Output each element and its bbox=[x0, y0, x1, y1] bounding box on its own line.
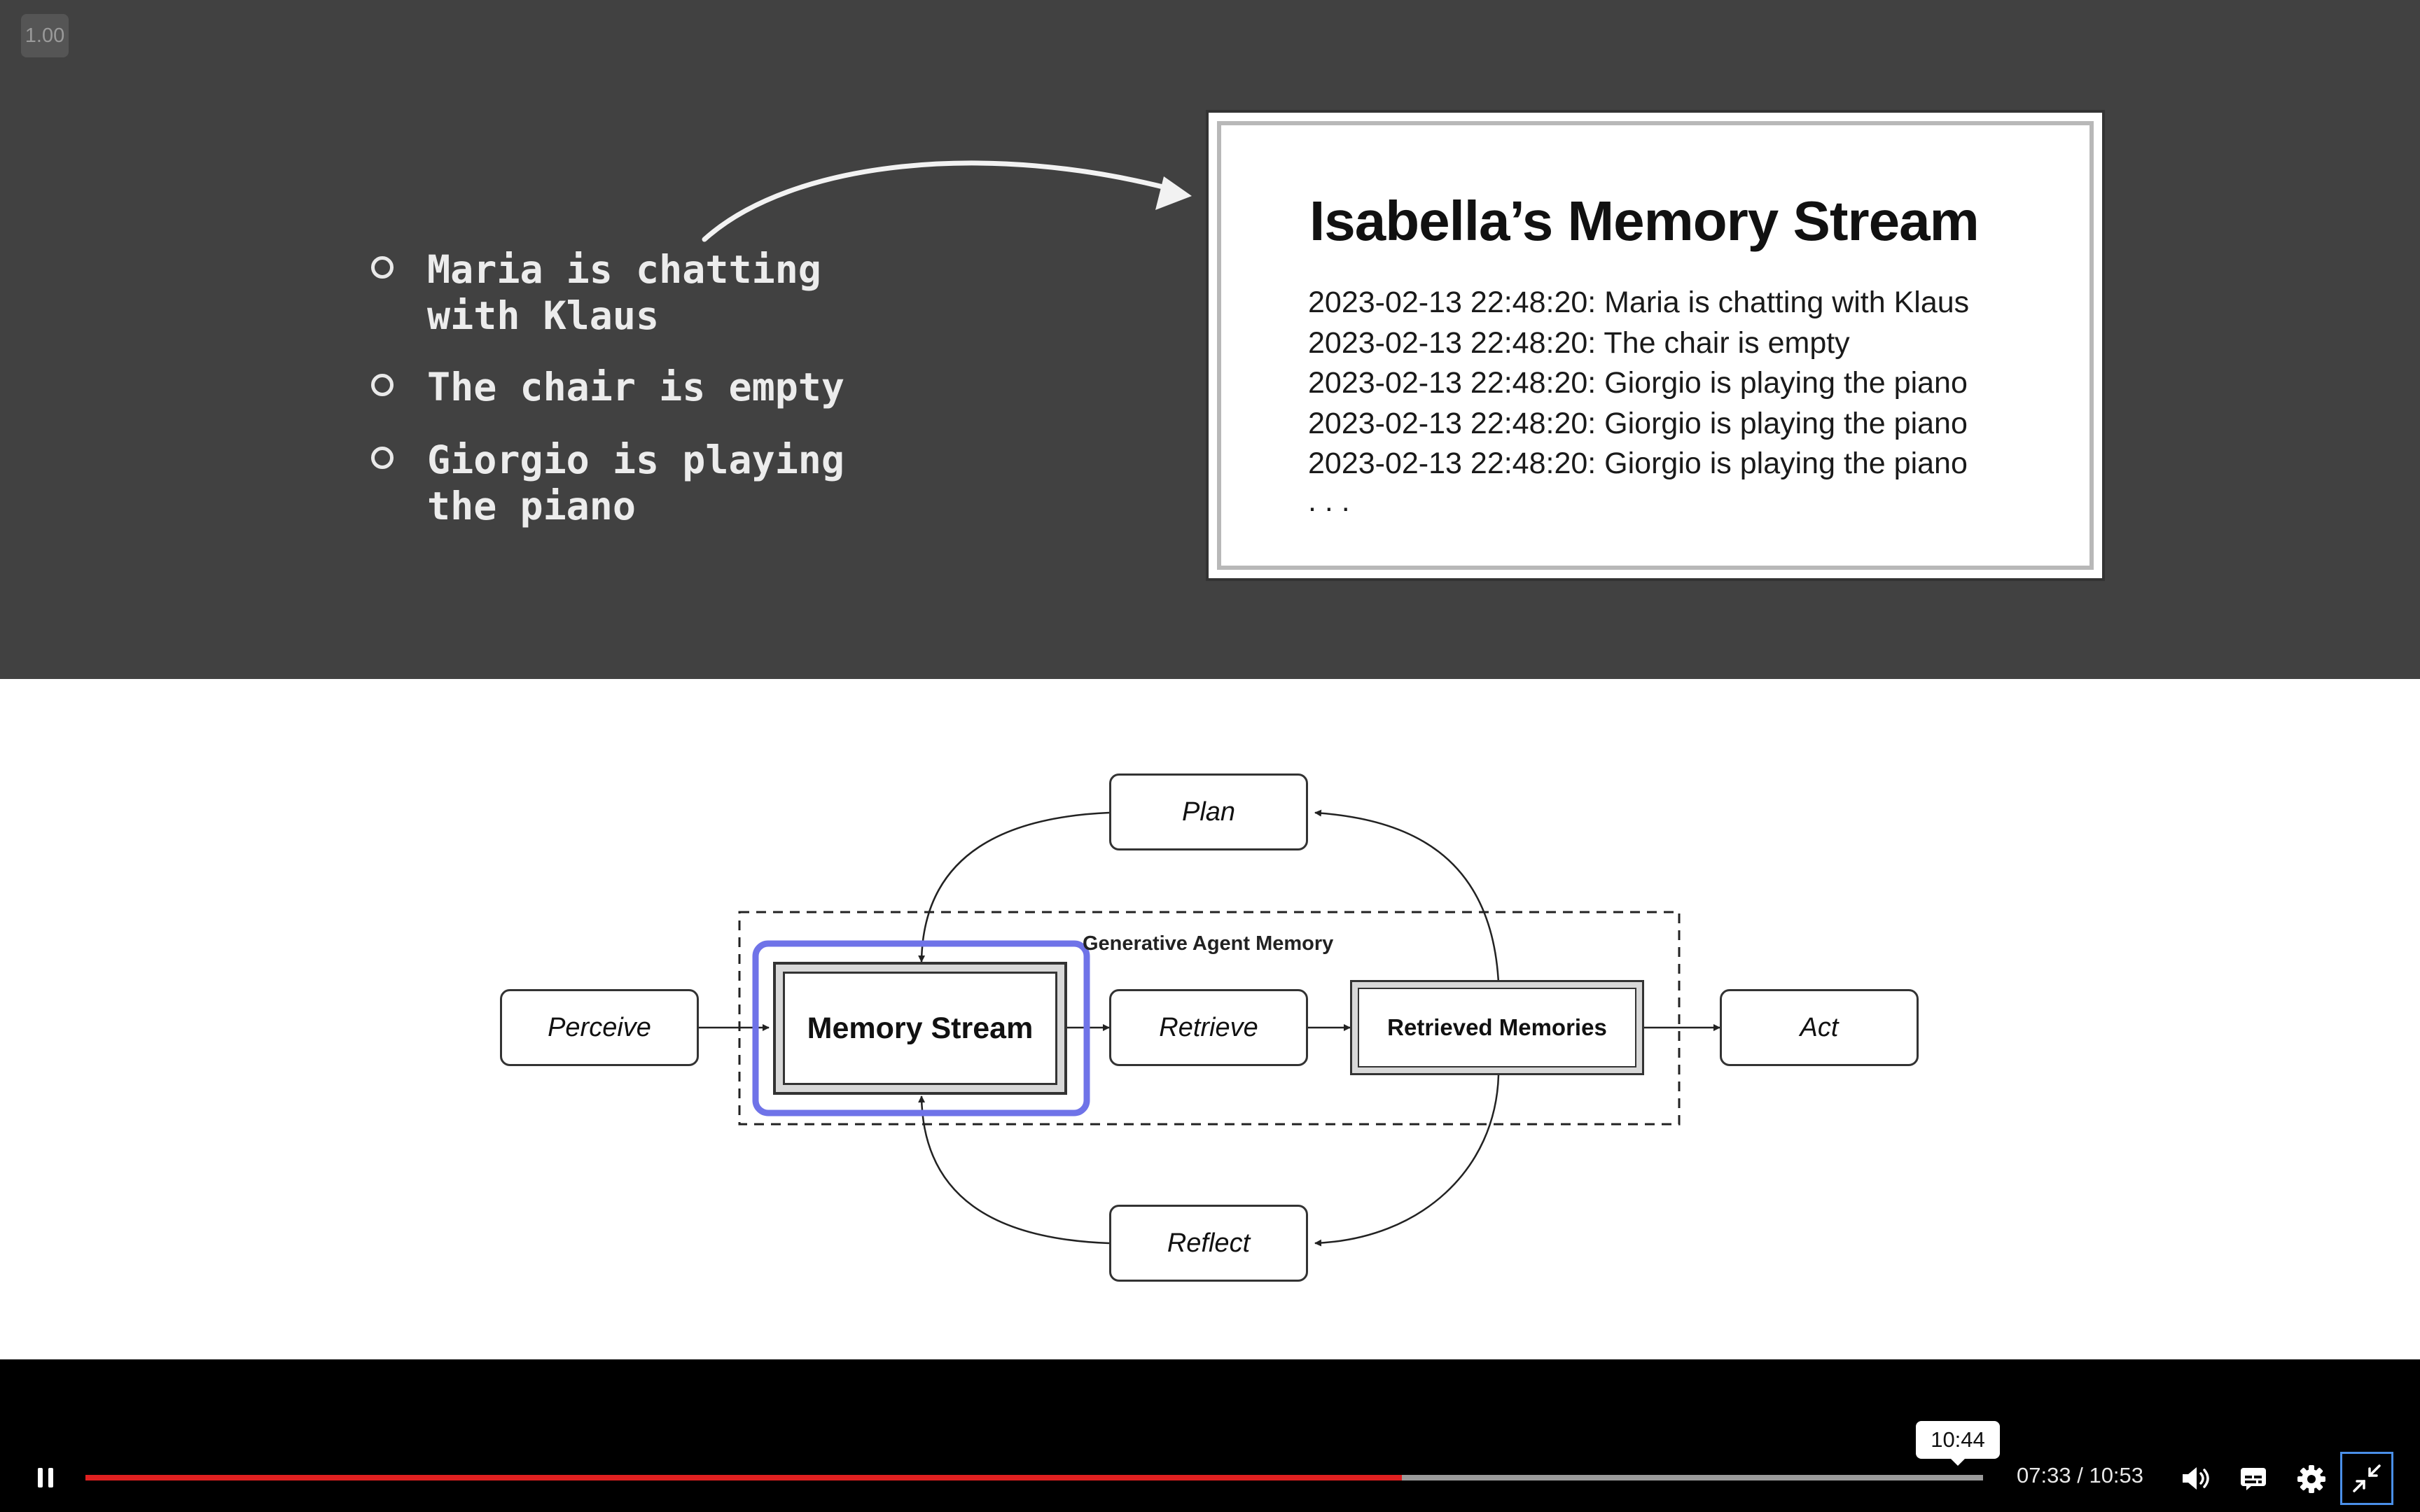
memory-line: 2023-02-13 22:48:20: Giorgio is playing … bbox=[1308, 366, 1968, 400]
memory-stream-board bbox=[1206, 110, 2105, 581]
bullet-item: Giorgio is playing the piano bbox=[371, 437, 844, 529]
board-ellipsis: . . . bbox=[1308, 484, 1350, 518]
memory-line: 2023-02-13 22:48:20: Giorgio is playing … bbox=[1308, 447, 1968, 480]
current-time: 07:33 bbox=[2017, 1463, 2071, 1488]
hover-time-tooltip: 10:44 bbox=[1916, 1421, 2000, 1459]
exit-fullscreen-button[interactable] bbox=[2340, 1452, 2393, 1505]
tooltip-pointer bbox=[1949, 1457, 1966, 1466]
act-node: Act bbox=[1720, 989, 1919, 1066]
bullet-icon bbox=[371, 374, 394, 396]
playback-speed-badge[interactable]: 1.00 bbox=[21, 14, 69, 57]
progress-bar[interactable] bbox=[85, 1475, 1983, 1480]
time-display: 07:33 / 10:53 bbox=[2017, 1463, 2143, 1488]
plan-node: Plan bbox=[1109, 774, 1308, 850]
bullet-text: Giorgio is playing the piano bbox=[427, 438, 845, 528]
bullet-text: The chair is empty bbox=[427, 365, 845, 410]
retrieved-memories-node: Retrieved Memories bbox=[1350, 980, 1644, 1075]
memory-line: 2023-02-13 22:48:20: The chair is empty bbox=[1308, 326, 1850, 360]
group-label: Generative Agent Memory bbox=[1083, 932, 1334, 955]
memory-line: 2023-02-13 22:48:20: Maria is chatting w… bbox=[1308, 286, 1970, 319]
pause-icon bbox=[38, 1468, 53, 1488]
volume-button[interactable] bbox=[2179, 1462, 2214, 1495]
perceive-node: Perceive bbox=[500, 989, 699, 1066]
board-bevel bbox=[1217, 121, 2094, 570]
bullet-icon bbox=[371, 256, 394, 279]
bullet-item: The chair is empty bbox=[371, 364, 844, 410]
captions-icon bbox=[2241, 1468, 2266, 1490]
retrieve-node: Retrieve bbox=[1109, 989, 1308, 1066]
board-title: Isabella’s Memory Stream bbox=[1309, 190, 1980, 252]
diagram-connectors bbox=[699, 809, 1720, 1247]
progress-played bbox=[85, 1475, 1402, 1480]
memory-line: 2023-02-13 22:48:20: Giorgio is playing … bbox=[1308, 407, 1968, 440]
settings-button[interactable] bbox=[2295, 1463, 2328, 1495]
memory-stream-node: Memory Stream bbox=[773, 962, 1067, 1095]
captions-button[interactable] bbox=[2238, 1464, 2269, 1492]
pause-button[interactable] bbox=[31, 1463, 60, 1492]
duration: 10:53 bbox=[2089, 1463, 2144, 1488]
bullet-item: Maria is chatting with Klaus bbox=[371, 246, 821, 339]
gear-icon bbox=[2297, 1465, 2325, 1493]
chalk-arrow bbox=[702, 160, 1192, 242]
reflect-node: Reflect bbox=[1109, 1205, 1308, 1282]
volume-icon bbox=[2183, 1467, 2209, 1490]
time-separator: / bbox=[2077, 1463, 2083, 1488]
player-controls bbox=[0, 1359, 2420, 1512]
exit-fullscreen-icon bbox=[2353, 1464, 2381, 1492]
bullet-icon bbox=[371, 447, 394, 469]
bullet-text: Maria is chatting with Klaus bbox=[427, 247, 821, 338]
